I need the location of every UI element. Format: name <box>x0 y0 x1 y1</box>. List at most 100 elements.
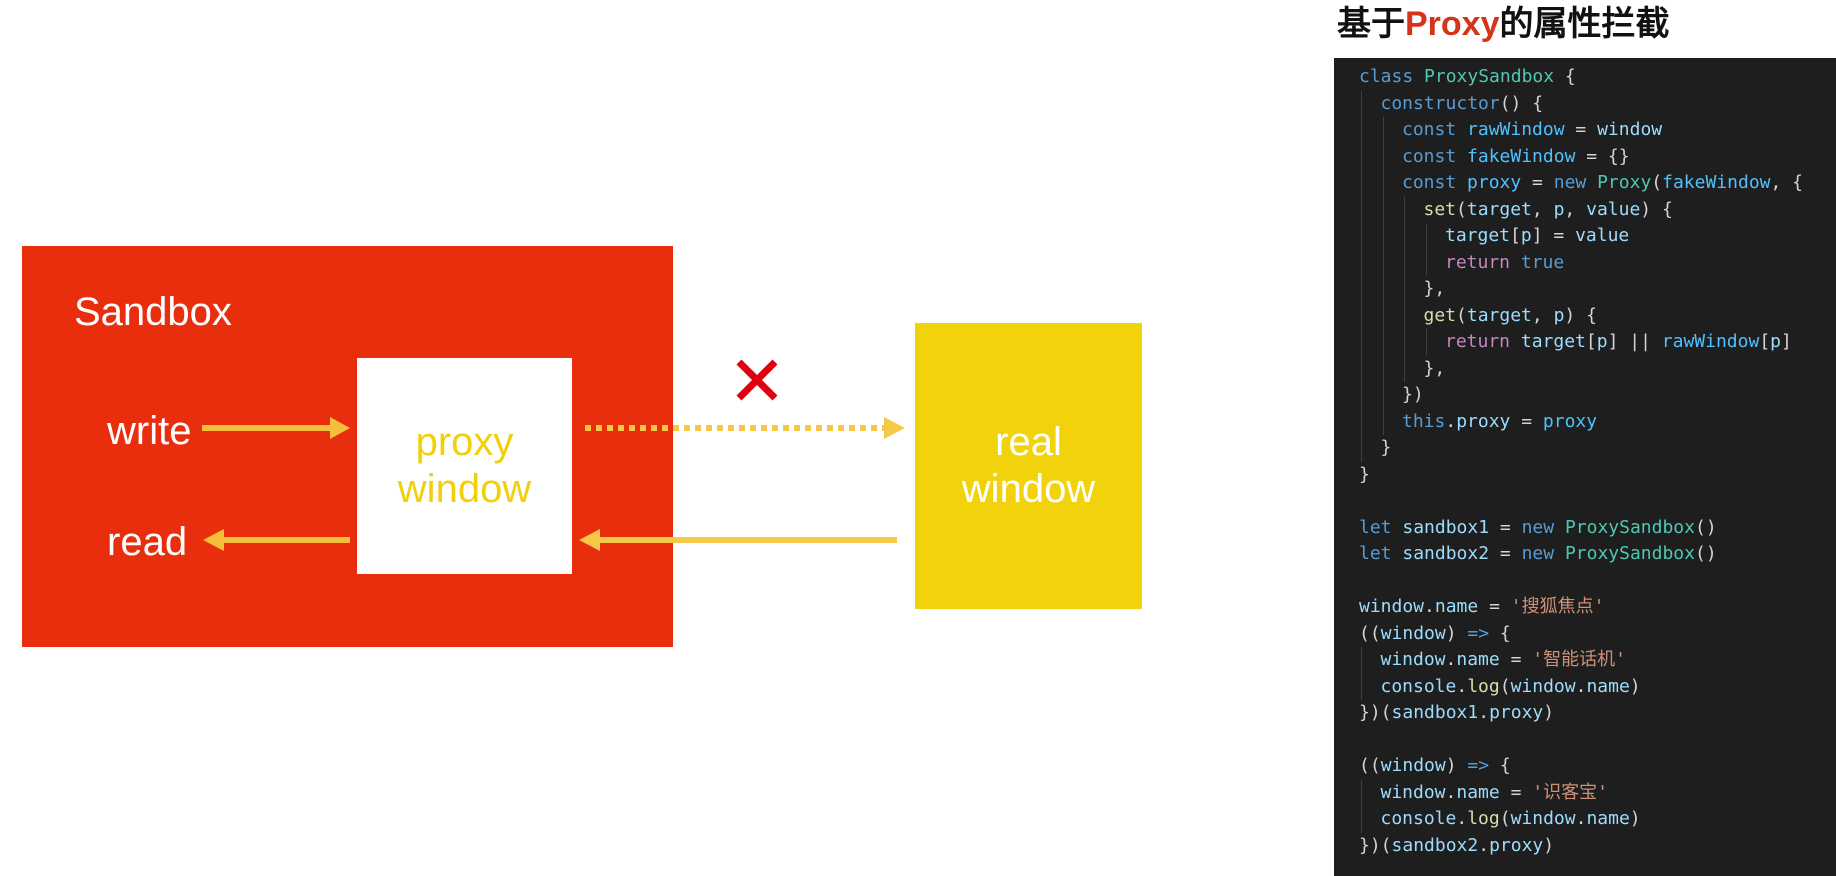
code-line: console.log(window.name) <box>1334 806 1836 833</box>
code-token: = <box>1499 781 1533 803</box>
indent-guide <box>1361 382 1362 409</box>
code-token: ( <box>1456 304 1467 326</box>
code-token: return <box>1445 331 1511 352</box>
code-token: = <box>1489 516 1522 538</box>
code-line: return target[p] || rawWindow[p] <box>1334 329 1836 356</box>
code-token: () { <box>1499 92 1544 114</box>
code-token: , <box>1564 198 1587 220</box>
indent-guide <box>1382 355 1384 382</box>
code-line: set(target, p, value) { <box>1334 196 1836 224</box>
indent-guide <box>1361 223 1362 250</box>
code-token: sandbox2 <box>1402 543 1490 564</box>
read-label: read <box>107 520 188 564</box>
code-token: => <box>1467 622 1490 644</box>
code-token: fakeWindow <box>1467 145 1576 167</box>
code-line: })(sandbox1.proxy) <box>1334 700 1836 727</box>
code-token <box>1456 119 1467 140</box>
code-token: window <box>1359 596 1425 617</box>
code-token: let <box>1359 543 1392 564</box>
code-token: [ <box>1759 331 1771 352</box>
code-token: name <box>1456 649 1500 670</box>
code-token: ProxySandbox <box>1564 516 1695 538</box>
code-text: ((window) => { <box>1359 753 1511 780</box>
code-token: () <box>1694 516 1717 538</box>
code-text: }, <box>1424 356 1446 383</box>
code-token: (( <box>1359 755 1381 776</box>
code-token: })( <box>1359 834 1392 856</box>
code-line: ((window) => { <box>1334 621 1836 648</box>
code-text: } <box>1359 462 1370 489</box>
code-token: window <box>1380 755 1446 776</box>
code-token: . <box>1478 834 1490 856</box>
code-token: value <box>1575 225 1630 246</box>
code-token: target <box>1445 225 1511 246</box>
code-token <box>1456 172 1467 193</box>
code-token: }, <box>1423 357 1446 379</box>
code-token: = <box>1564 119 1598 140</box>
code-text: class ProxySandbox { <box>1359 64 1576 91</box>
code-token: (( <box>1359 622 1381 644</box>
code-text: set(target, p, value) { <box>1424 197 1673 224</box>
code-token: name <box>1434 596 1479 617</box>
code-token: log <box>1467 808 1500 829</box>
indent-guide <box>1404 196 1405 223</box>
code-token: name <box>1586 675 1630 697</box>
code-token: const <box>1402 145 1457 167</box>
indent-guide <box>1404 249 1405 276</box>
code-line: return true <box>1334 249 1836 276</box>
code-text: window.name = '识客宝' <box>1381 780 1608 807</box>
code-text: ((window) => { <box>1359 621 1511 648</box>
indent-guide <box>1361 117 1362 144</box>
code-line: ((window) => { <box>1334 753 1836 780</box>
indent-guide <box>1361 143 1362 170</box>
code-token: . <box>1456 675 1468 697</box>
title-prefix: 基于 <box>1337 5 1405 43</box>
code-token <box>1413 66 1424 87</box>
code-token: => <box>1467 755 1490 776</box>
code-token: . <box>1456 808 1468 829</box>
code-line: }, <box>1334 355 1836 383</box>
code-token: p <box>1553 304 1565 326</box>
code-token: sandbox1 <box>1391 702 1479 723</box>
code-token: name <box>1456 781 1500 803</box>
code-token: p <box>1520 225 1532 246</box>
code-token: ) { <box>1564 304 1597 326</box>
code-line: target[p] = value <box>1334 223 1836 250</box>
code-line <box>1334 488 1836 515</box>
code-token: p <box>1553 198 1565 220</box>
indent-guide <box>1382 276 1384 303</box>
code-token: return <box>1445 251 1511 273</box>
code-token: ) { <box>1640 198 1673 220</box>
code-line: get(target, p) { <box>1334 302 1836 329</box>
indent-guide <box>1404 329 1405 356</box>
code-token: log <box>1467 675 1500 697</box>
code-token: ( <box>1456 198 1467 220</box>
code-token: { <box>1554 66 1576 87</box>
code-line: this.proxy = proxy <box>1334 408 1836 435</box>
code-token: set <box>1423 198 1457 220</box>
code-token <box>1510 252 1521 273</box>
indent-guide <box>1361 249 1362 276</box>
code-token: . <box>1445 781 1457 803</box>
code-token: { <box>1489 622 1511 644</box>
code-text: const rawWindow = window <box>1402 117 1662 144</box>
code-token: proxy <box>1542 410 1598 432</box>
code-line: constructor() { <box>1334 90 1836 118</box>
code-token: ProxySandbox <box>1564 543 1695 564</box>
code-token: proxy <box>1489 702 1544 723</box>
code-token: . <box>1424 596 1435 617</box>
code-token: } <box>1359 463 1370 485</box>
code-text: return target[p] || rawWindow[p] <box>1445 329 1792 356</box>
code-token: fakeWindow <box>1662 172 1771 193</box>
code-token: new <box>1553 172 1587 193</box>
code-token: ] <box>1781 331 1792 352</box>
code-text: let sandbox1 = new ProxySandbox() <box>1359 515 1717 542</box>
indent-guide <box>1382 170 1384 197</box>
code-text: constructor() { <box>1381 91 1544 118</box>
code-token: }, <box>1423 278 1446 299</box>
code-token: ] = <box>1531 225 1576 246</box>
code-text: }) <box>1402 382 1424 409</box>
code-text: console.log(window.name) <box>1381 806 1641 833</box>
